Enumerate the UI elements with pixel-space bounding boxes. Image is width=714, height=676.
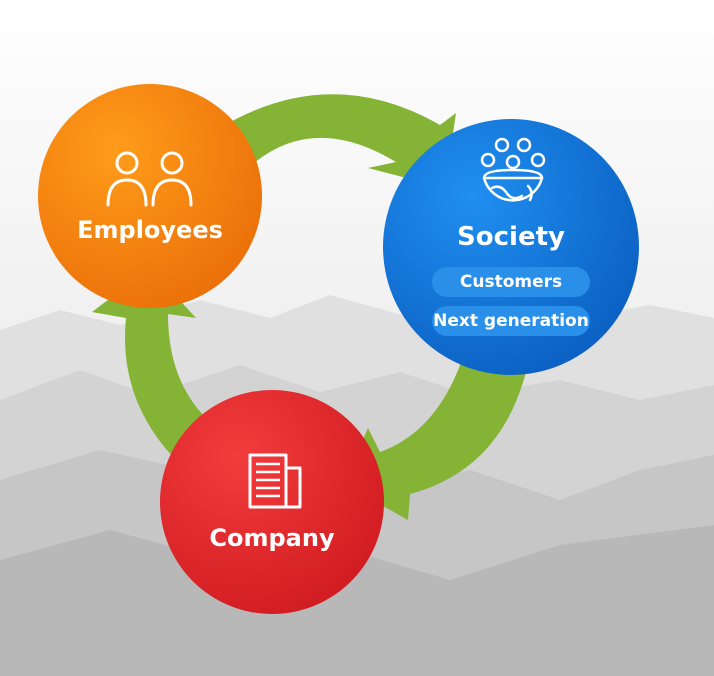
arrow-company-to-employees	[92, 268, 222, 458]
company-label: Company	[209, 524, 335, 552]
people-icon	[106, 151, 193, 207]
tag-next-generation: Next generation	[432, 306, 590, 336]
arrow-society-to-company	[344, 360, 526, 520]
tag-customers: Customers	[432, 267, 590, 297]
society-label: Society	[457, 222, 565, 252]
company-circle	[160, 390, 384, 614]
arrow-employees-to-society	[220, 94, 456, 188]
office-building-icon	[248, 453, 302, 509]
employees-circle	[38, 84, 262, 308]
community-globe-icon	[480, 137, 546, 202]
employees-label: Employees	[77, 216, 223, 244]
